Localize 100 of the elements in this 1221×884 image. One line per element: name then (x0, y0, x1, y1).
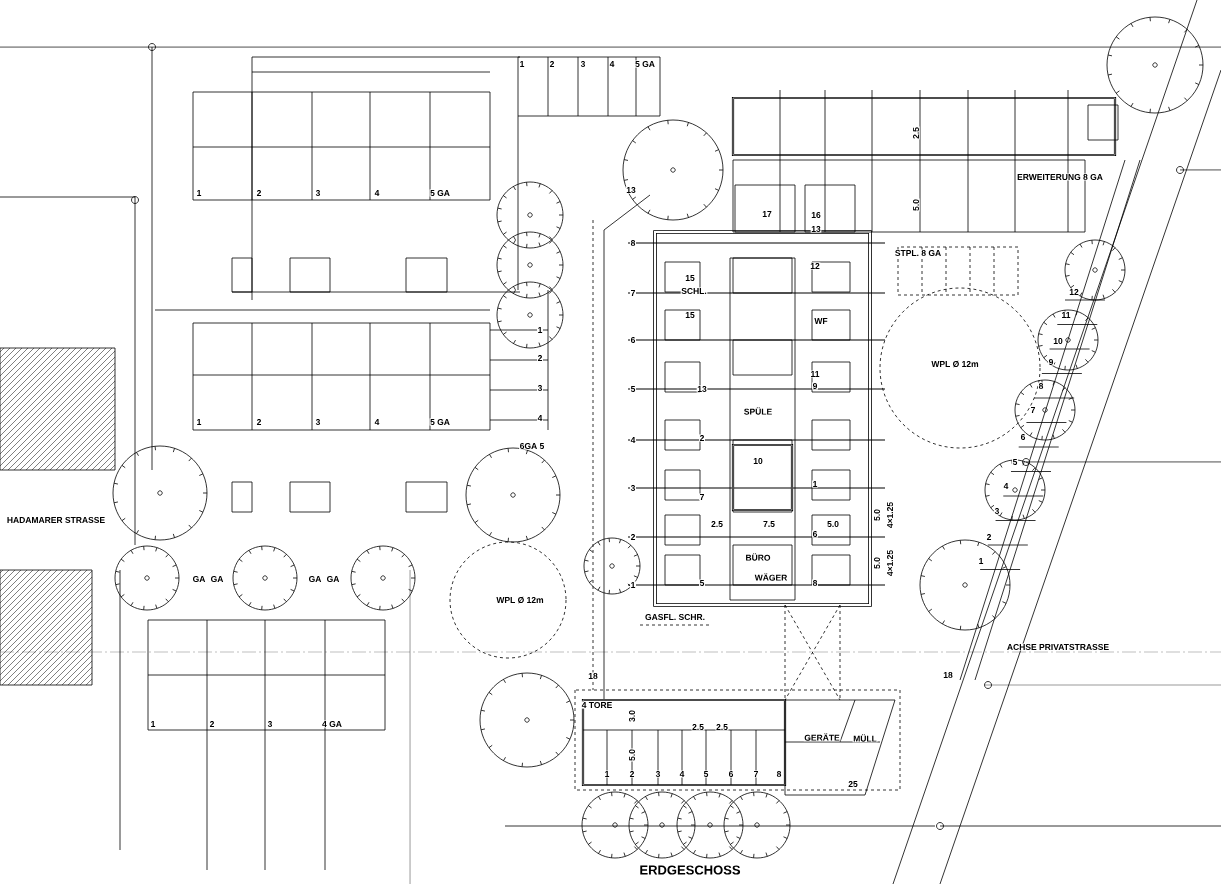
plan-label: 15 (684, 274, 696, 282)
plan-label: GA (326, 575, 340, 583)
plan-label: GASFL. SCHR. (644, 613, 706, 621)
plan-label: 5 (630, 385, 636, 393)
drawing-title: ERDGESCHOSS (638, 864, 742, 876)
plan-label: 7.5 (762, 520, 776, 528)
plan-label: 6GA 5 (519, 442, 545, 450)
plan-label: 7 (753, 770, 759, 778)
plan-label: 2 (209, 720, 215, 728)
plan-label: 7 (1030, 406, 1036, 414)
plan-label: 3 (655, 770, 661, 778)
plan-label: 5 (1012, 458, 1018, 466)
plan-label: 4 (537, 414, 543, 422)
plan-label: 9 (812, 382, 818, 390)
plan-label: 11 (1060, 311, 1072, 319)
plan-label: 2 (986, 533, 992, 541)
street-name: HADAMARER STRASSE (6, 516, 106, 524)
plan-label: 13 (696, 385, 708, 393)
plan-label: 4×1.25 (886, 549, 894, 577)
plan-label: 15 (684, 311, 696, 319)
plan-label: 2 (256, 189, 262, 197)
plan-label: 5 GA (429, 189, 451, 197)
plan-label: 5.0 (826, 520, 840, 528)
plan-label: 3 (580, 60, 586, 68)
plan-label: 12 (809, 262, 821, 270)
plan-label: WPL Ø 12m (930, 360, 980, 368)
plan-label: 8 (1038, 382, 1044, 390)
plan-label: 4 GA (321, 720, 343, 728)
plan-label: 5 GA (634, 60, 656, 68)
plan-label: 3 (630, 484, 636, 492)
plan-label: 1 (150, 720, 156, 728)
plan-label: SCHL. (680, 287, 708, 295)
plan-label: 1 (630, 581, 636, 589)
plan-label: GA (192, 575, 206, 583)
plan-label: 16 (810, 211, 822, 219)
plan-label: 2.5 (715, 723, 729, 731)
plan-label: 4 (374, 189, 380, 197)
plan-label: GERÄTE (803, 732, 841, 742)
plan-label: 6 (812, 530, 818, 538)
plan-label: 5 GA (429, 418, 451, 426)
plan-label: 3 (315, 418, 321, 426)
plan-label: 4 (609, 60, 615, 68)
plan-label: 5.0 (628, 748, 636, 762)
plan-label: 10 (752, 457, 764, 465)
plan-label: 2 (630, 533, 636, 541)
plan-label: 13 (810, 225, 822, 233)
plan-label: 5 (703, 770, 709, 778)
plan-label: 6 (630, 336, 636, 344)
plan-label: 3 (994, 507, 1000, 515)
plan-label: 18 (942, 671, 954, 679)
plan-label: 9 (1048, 358, 1054, 366)
plan-label: 1 (812, 480, 818, 488)
plan-label: 8 (776, 770, 782, 778)
plan-label: 2.5 (691, 723, 705, 731)
plan-label: 5.0 (912, 198, 920, 212)
plan-label: 18 (587, 672, 599, 680)
plan-label: 25 (847, 780, 859, 788)
plan-label: 6 (728, 770, 734, 778)
plan-label: 4 (630, 436, 636, 444)
plan-label: 2.5 (912, 126, 920, 140)
plan-label: 4 (374, 418, 380, 426)
plan-label: BÜRO (744, 552, 772, 562)
plan-label: WF (813, 317, 829, 325)
plan-label: ERWEITERUNG 8 GA (1016, 173, 1104, 181)
street-name: ACHSE PRIVATSTRASSE (1006, 643, 1110, 651)
plan-label: 11 (809, 370, 821, 378)
plan-label: MÜLL (852, 733, 878, 743)
plan-label: 2 (699, 434, 705, 442)
plan-label: WPL Ø 12m (495, 596, 545, 604)
plan-label: 4 TORE (581, 701, 613, 709)
plan-label: 1 (537, 326, 543, 334)
plan-label: 2.5 (710, 520, 724, 528)
plan-label: 1 (196, 189, 202, 197)
plan-label: 3.0 (628, 709, 636, 723)
plan-label: 1 (519, 60, 525, 68)
plan-label: 4×1.25 (886, 501, 894, 529)
plan-label: 2 (549, 60, 555, 68)
plan-label: 4 (679, 770, 685, 778)
plan-label: 1 (604, 770, 610, 778)
plan-label: 7 (630, 289, 636, 297)
plan-label: 2 (256, 418, 262, 426)
plan-label: 17 (761, 210, 773, 218)
plan-label: 8 (630, 239, 636, 247)
plan-label: 5 (699, 579, 705, 587)
plan-label: 5.0 (873, 556, 881, 570)
plan-label: 8 (812, 579, 818, 587)
plan-label: 3 (537, 384, 543, 392)
plan-label: WÄGER (754, 572, 788, 582)
plan-label: 2 (537, 354, 543, 362)
plan-label: 3 (267, 720, 273, 728)
plan-label: 10 (1052, 337, 1064, 345)
plan-label: 5.0 (873, 508, 881, 522)
plan-label: GA (210, 575, 224, 583)
plan-label: 2 (629, 770, 635, 778)
plan-label: 7 (699, 493, 705, 501)
plan-label: 3 (315, 189, 321, 197)
plan-label: 1 (978, 557, 984, 565)
plan-label: GA (308, 575, 322, 583)
plan-label: 13 (625, 186, 637, 194)
plan-label: SPÜLE (743, 406, 773, 416)
